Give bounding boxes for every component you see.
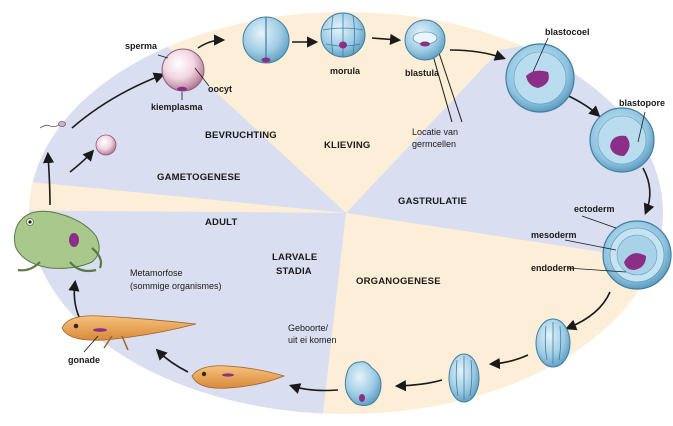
stage-gastrulatie: GASTRULATIE bbox=[398, 196, 467, 207]
stage-adult: ADULT bbox=[205, 217, 237, 228]
label-geboorte-line1: Geboorte/ bbox=[288, 323, 329, 333]
label-metamorfose-line2: (sommige organismes) bbox=[130, 281, 222, 291]
label-morula: morula bbox=[330, 66, 361, 76]
germ-plasm-mark bbox=[177, 87, 187, 91]
label-blastocoel: blastocoel bbox=[545, 27, 590, 37]
neurula-embryo bbox=[536, 319, 570, 367]
label-ectoderm: ectoderm bbox=[574, 204, 615, 214]
stage-larvale-line2: STADIA bbox=[276, 266, 312, 277]
stage-larvale-line1: LARVALE bbox=[272, 252, 317, 263]
label-sperma: sperma bbox=[125, 41, 158, 51]
stage-bevruchting: BEVRUCHTING bbox=[205, 130, 277, 141]
label-gonade: gonade bbox=[68, 355, 100, 365]
label-oocyt: oocyt bbox=[208, 84, 232, 94]
label-locatie-line2: germcellen bbox=[412, 139, 456, 149]
cleavage-embryo bbox=[243, 17, 289, 63]
stage-gametogenese: GAMETOGENESE bbox=[157, 172, 241, 183]
label-blastula: blastula bbox=[405, 68, 440, 78]
label-endoderm: endoderm bbox=[531, 263, 575, 273]
stage-organogenese: ORGANOGENESE bbox=[356, 276, 441, 287]
label-locatie-line1: Locatie van bbox=[412, 127, 458, 137]
gamete-cell bbox=[96, 135, 116, 155]
label-metamorfose-line1: Metamorfose bbox=[130, 268, 183, 278]
stage-klieving: KLIEVING bbox=[324, 140, 370, 151]
morula-embryo bbox=[321, 13, 365, 57]
label-kiemplasma: kiemplasma bbox=[151, 102, 204, 112]
label-blastopore: blastopore bbox=[619, 98, 665, 108]
tailbud-embryo bbox=[449, 354, 479, 402]
blastula-embryo bbox=[405, 20, 445, 60]
blastopore-gastrula bbox=[590, 108, 654, 172]
label-geboorte-line2: uit ei komen bbox=[288, 335, 337, 345]
label-mesoderm: mesoderm bbox=[531, 230, 577, 240]
